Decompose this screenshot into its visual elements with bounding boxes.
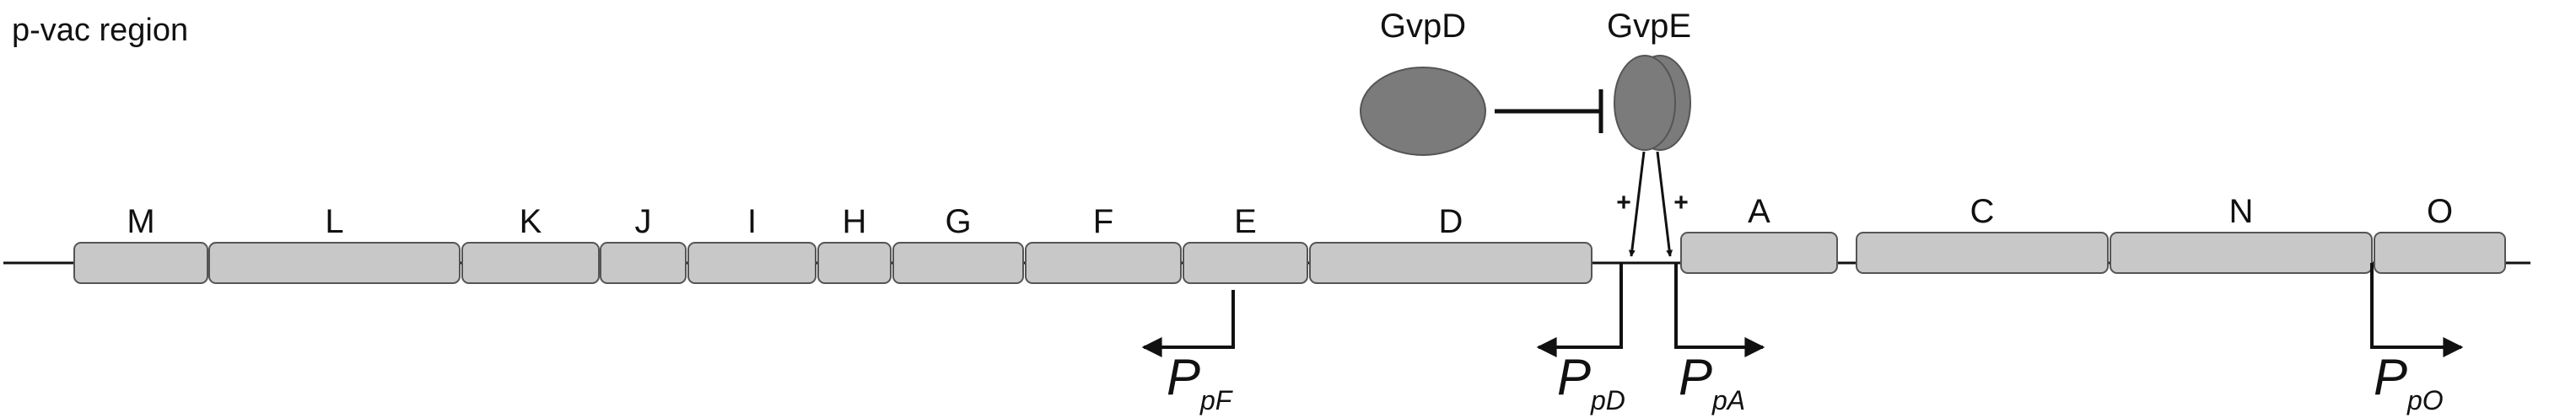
activation-sign-pd: + (1616, 189, 1631, 217)
activation-arrow-pd (1628, 151, 1646, 257)
activation-arrow-pa (1656, 151, 1673, 257)
promoter-po-sub: pO (2406, 385, 2444, 415)
promoter-pd-arrow (1536, 263, 1623, 357)
promoter-pf-sub: pF (1199, 385, 1234, 415)
gene-label-l: L (325, 203, 343, 240)
promoter-pf-letter: P (1167, 349, 1200, 405)
gvpd-label: GvpD (1380, 8, 1466, 45)
gvpe-protein-front (1614, 55, 1676, 151)
gene-box-h (817, 242, 892, 284)
gene-box-m (73, 242, 208, 284)
promoter-pd-letter: P (1557, 349, 1591, 405)
activation-sign-pa: + (1673, 189, 1689, 217)
gvpd-protein-shape (1360, 67, 1486, 156)
gene-label-a: A (1748, 193, 1770, 230)
promoter-pa-arrow (1674, 263, 1765, 357)
gene-label-e: E (1234, 203, 1257, 240)
promoter-pf-arrow (1141, 290, 1235, 357)
promoter-pa-letter: P (1679, 349, 1712, 405)
gene-label-i: I (747, 203, 757, 240)
gene-box-n (2110, 232, 2373, 274)
gene-label-c: C (1970, 193, 1995, 230)
gene-label-f: F (1093, 203, 1113, 240)
gene-box-e (1183, 242, 1308, 284)
gene-box-d (1309, 242, 1592, 284)
gene-box-f (1025, 242, 1182, 284)
gene-label-k: K (520, 203, 542, 240)
gene-box-i (687, 242, 816, 284)
gene-label-n: N (2229, 193, 2254, 230)
promoter-pa-sub: pA (1711, 385, 1745, 415)
gene-label-d: D (1439, 203, 1463, 240)
gene-label-h: H (843, 203, 867, 240)
gene-label-j: J (635, 203, 652, 240)
promoter-pd-sub: pD (1590, 385, 1625, 415)
gene-box-j (600, 242, 687, 284)
gene-box-l (208, 242, 461, 284)
region-label: p-vac region (12, 13, 188, 48)
gene-box-c (1856, 232, 2109, 274)
promoter-po-letter: P (2374, 349, 2407, 405)
promoter-po-arrow (2370, 263, 2464, 357)
gvpe-label: GvpE (1607, 8, 1691, 45)
gene-label-g: G (945, 203, 971, 240)
gene-box-o (2374, 232, 2506, 274)
gene-box-g (892, 242, 1024, 284)
gene-box-k (461, 242, 600, 284)
gene-box-a (1680, 232, 1838, 274)
gene-label-m: M (127, 203, 154, 240)
gene-label-o: O (2427, 193, 2453, 230)
